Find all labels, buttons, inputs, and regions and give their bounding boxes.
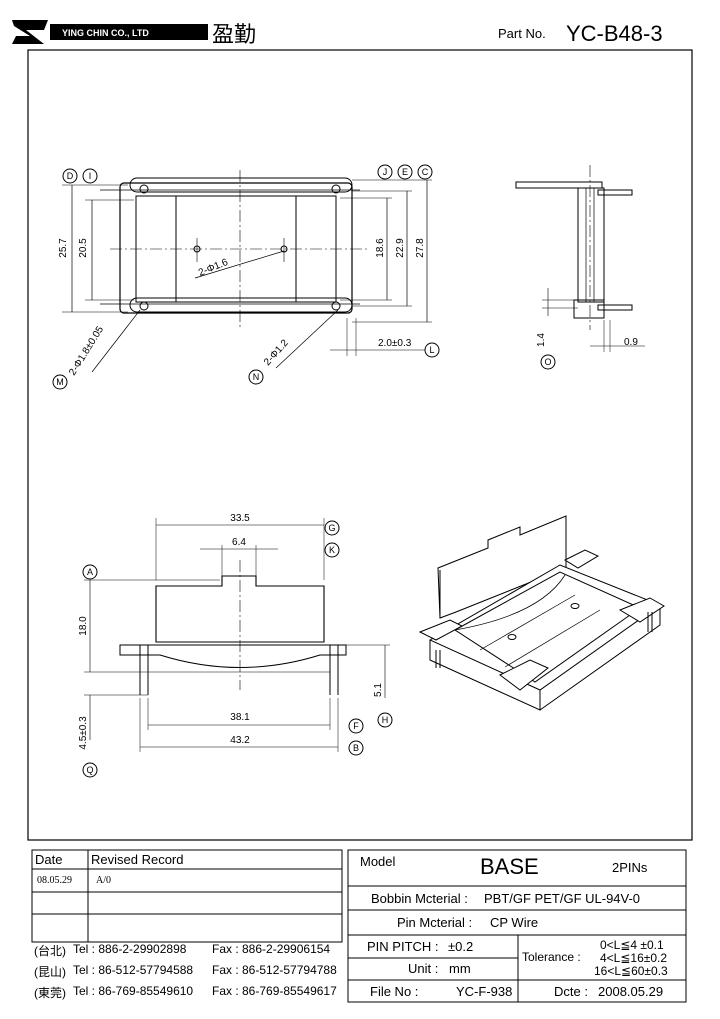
- tolerance-row-3: 16<L≦60±0.3: [594, 964, 668, 978]
- callout-j-text: J: [383, 167, 388, 177]
- callout-o: [540, 354, 556, 370]
- contact-tw-city: (台北): [34, 944, 66, 958]
- front-view: [82, 518, 393, 778]
- dim-25-7: 25.7: [58, 238, 69, 258]
- dim-20-5: 20.5: [78, 238, 89, 258]
- isometric-view: [418, 515, 665, 711]
- top-view-callouts: [52, 164, 440, 390]
- dim-0-9: 0.9: [624, 337, 638, 348]
- dim-18-0: 18.0: [78, 616, 89, 636]
- tolerance-row-2: 4<L≦16±0.2: [600, 951, 668, 965]
- company-logo: [12, 20, 48, 44]
- company-name-cn: 盈勤: [212, 23, 256, 48]
- callout-n: [248, 369, 264, 385]
- unit-value: mm: [449, 961, 471, 976]
- contact-ks-tel: Tel : 86-512-57794588: [73, 963, 194, 977]
- file-no-label: File No :: [370, 984, 419, 999]
- dim-38-1: 38.1: [230, 712, 250, 723]
- callout-g: [324, 520, 340, 536]
- callout-q-text: Q: [86, 765, 93, 775]
- pin-material-value: CP Wire: [490, 915, 539, 930]
- hole-pin-label: 2-Φ1.8±0.05: [67, 324, 106, 377]
- callout-f-text: F: [353, 721, 359, 731]
- callout-a-text: A: [87, 567, 93, 577]
- callout-e: [397, 164, 413, 180]
- date-value: 2008.05.29: [598, 984, 664, 999]
- callout-h-text: H: [382, 715, 389, 725]
- hole-small-label: 2-Φ1.6: [197, 257, 230, 279]
- rev-row-date: 08.05.29: [37, 875, 72, 886]
- file-no-value: YC-F-938: [456, 984, 513, 999]
- callout-m: [52, 374, 68, 390]
- callout-q: [82, 762, 98, 778]
- bobbin-material-label: Bobbin Mcterial :: [371, 891, 468, 906]
- dim-pitch: 2.0±0.3: [378, 338, 412, 349]
- callout-c-text: C: [422, 167, 429, 177]
- model-value: BASE: [480, 854, 539, 879]
- dim-1-4: 1.4: [536, 333, 547, 347]
- company-banner: [50, 24, 208, 40]
- bobbin-material-value: PBT/GF PET/GF UL-94V-0: [484, 891, 641, 906]
- contact-tw-fax: Fax : 886-2-29906154: [212, 942, 331, 956]
- callout-a: [82, 564, 98, 580]
- tolerance-label: Tolerance :: [522, 950, 581, 964]
- rev-col-record: Revised Record: [91, 852, 184, 867]
- contact-tw-tel: Tel : 886-2-29902898: [73, 942, 187, 956]
- callout-k-text: K: [329, 545, 335, 555]
- company-name-en: YING CHIN CO., LTD: [62, 28, 149, 38]
- pin-pitch-value: ±0.2: [448, 939, 474, 954]
- dim-18-6: 18.6: [375, 238, 386, 258]
- model-label: Model: [360, 854, 396, 869]
- date-label: Dcte :: [554, 984, 588, 999]
- part-no: YC-B48-3: [566, 21, 663, 46]
- contact-dg-city: (東莞): [34, 986, 66, 1000]
- callout-m-text: M: [56, 377, 64, 387]
- callout-b-text: B: [353, 743, 359, 753]
- dim-6-4: 6.4: [232, 537, 246, 548]
- top-view: [62, 170, 432, 373]
- callout-l: [424, 342, 440, 358]
- callout-j: [377, 164, 393, 180]
- unit-label: Unit :: [408, 961, 439, 976]
- dim-43-2: 43.2: [230, 735, 250, 746]
- contact-dg-fax: Fax : 86-769-85549617: [212, 984, 337, 998]
- callout-h: [377, 712, 393, 728]
- pin-pitch-label: PIN PITCH :: [367, 939, 439, 954]
- callout-i-text: I: [89, 171, 92, 181]
- contact-dg-tel: Tel : 86-769-85549610: [73, 984, 194, 998]
- dim-33-5: 33.5: [230, 513, 250, 524]
- callout-n-text: N: [253, 372, 260, 382]
- callout-e-text: E: [402, 167, 408, 177]
- callout-k: [324, 542, 340, 558]
- callout-i: [82, 168, 98, 184]
- title-block: [31, 849, 687, 1003]
- callout-c: [417, 164, 433, 180]
- dim-4-5: 4.5±0.3: [78, 716, 89, 750]
- pin-material-label: Pin Mcterial :: [397, 915, 473, 930]
- contact-ks-fax: Fax : 86-512-57794788: [212, 963, 337, 977]
- dim-27-8: 27.8: [415, 238, 426, 258]
- hole-pin2-label: 2-Φ1.2: [262, 337, 291, 368]
- callout-g-text: G: [328, 523, 335, 533]
- callout-l-text: L: [429, 345, 434, 355]
- dim-5-1: 5.1: [373, 683, 384, 697]
- callout-d: [62, 168, 78, 184]
- part-no-label: Part No.: [498, 26, 546, 41]
- rev-row-record: A/0: [96, 875, 111, 886]
- callout-f: [348, 718, 364, 734]
- callout-b: [348, 740, 364, 756]
- tolerance-row-1: 0<L≦4 ±0.1: [600, 938, 664, 952]
- contact-ks-city: (昆山): [34, 965, 66, 979]
- dim-22-9: 22.9: [395, 238, 406, 258]
- callout-d-text: D: [67, 171, 74, 181]
- rev-col-date: Date: [35, 852, 63, 867]
- callout-o-text: O: [544, 357, 551, 367]
- drawing-frame: [27, 49, 693, 841]
- side-view: [515, 165, 645, 370]
- pin-count: 2PINs: [612, 860, 648, 875]
